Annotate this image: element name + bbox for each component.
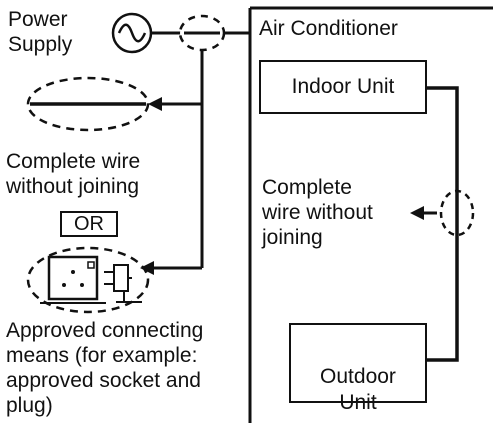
socket-icon <box>40 255 106 304</box>
ac-power-symbol <box>111 12 153 54</box>
indoor-unit-box: Indoor Unit <box>259 60 427 114</box>
internal-dashed-ellipse <box>439 189 475 237</box>
approved-means-label: Approved connecting means (for example: … <box>6 319 204 417</box>
or-label: OR <box>74 213 104 235</box>
complete-wire-left-label: Complete wire without joining <box>6 150 141 198</box>
wire-dashed-ellipse <box>26 76 150 132</box>
or-box: OR <box>60 211 118 237</box>
plug-icon <box>104 264 142 303</box>
air-conditioner-label: Air Conditioner <box>259 17 398 40</box>
indoor-unit-label: Indoor Unit <box>291 75 395 98</box>
power-supply-label: Power Supply <box>8 8 73 56</box>
complete-wire-right-label: Complete wire without joining <box>262 176 373 249</box>
outdoor-unit-box: Outdoor Unit <box>289 323 427 414</box>
plug-dashed-ellipse <box>26 246 150 314</box>
outdoor-unit-label: Outdoor Unit <box>320 365 396 414</box>
internal-wire <box>427 86 459 362</box>
